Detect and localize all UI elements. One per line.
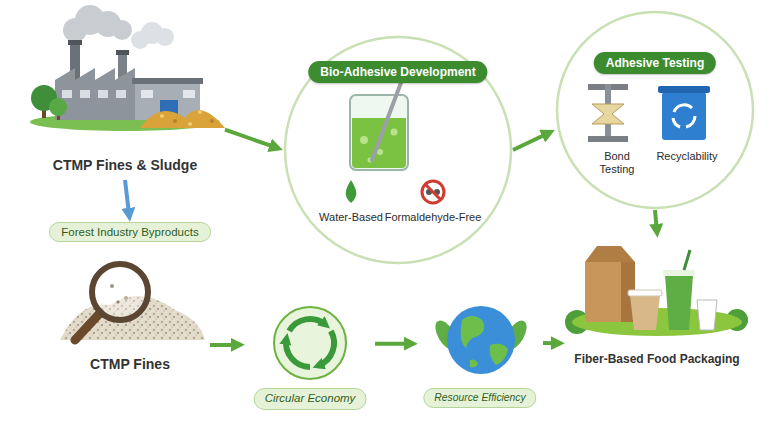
factory-illustration [80,90,90,98]
flow-arrow [543,341,555,345]
factory-illustration [160,114,164,118]
globe-icon [431,306,531,374]
node-label: Bond Testing [592,150,642,176]
node-label: Water-Based [319,211,383,224]
bond-test-illustration [588,84,628,142]
recycle-bin-illustration [658,86,710,93]
beaker-illustration [391,129,398,136]
beaker-illustration [425,184,441,200]
beaker-illustration [372,80,402,160]
circle-outline [555,10,755,210]
globe-icon [490,344,508,365]
recycle-icon [286,339,310,367]
recycle-bin-illustration [674,105,692,112]
recycle-icon [289,319,325,331]
packaging-node: Fiber-Based Food Packaging [565,238,750,373]
circle-outline [557,12,753,208]
recycle-icon [274,307,346,379]
flow-arrow [655,210,657,228]
node-label: CTMP Fines [90,356,170,373]
packaging-illustration [565,246,748,336]
factory-illustration [68,40,82,45]
fines-magnifier-illustration [110,284,114,288]
recycle-bin-illustration [658,86,710,140]
factory-illustration [183,90,195,98]
beaker-illustration [346,180,357,203]
recycle-icon [274,307,346,379]
icon-node: Circular Economy [245,300,375,415]
globe-icon [461,316,485,348]
recycle-bin-illustration [662,92,706,140]
factory-illustration [49,98,67,116]
fines-magnifier-illustration [124,296,128,300]
recycle-icon [318,331,334,366]
factory-illustration [62,90,72,98]
packaging-illustration [630,295,660,330]
bond-test-illustration [588,136,628,142]
flow-arrow [210,343,235,347]
beaker-illustration [422,181,444,203]
circle-outline [285,37,511,263]
node-label: CTMP Fines & Sludge [53,157,197,174]
icon-node: Resource Efficiency [418,298,543,415]
factory-illustration [112,20,132,40]
packaging-illustration [628,290,662,296]
factory-illustration [140,110,225,128]
recycle-bin-illustration [673,118,680,127]
factory-illustration [116,50,129,55]
fines-magnifier-illustration [75,313,100,340]
beaker-illustration [360,136,368,144]
beaker-illustration [350,95,408,170]
flow-arrow [375,342,408,346]
flow-arrow [513,134,546,150]
packaging-illustration [697,300,717,330]
factory-illustration [30,5,225,131]
factory-node: CTMP Fines & Sludge [25,0,225,180]
factory-illustration [132,78,203,84]
factory-illustration [173,119,177,123]
recycle-bin-illustration [686,116,695,127]
fines-magnifier-illustration [116,300,119,303]
factory-illustration [116,90,126,98]
heading-pill: Adhesive Testing [594,52,716,74]
beaker-illustration [346,80,444,203]
node-label: Formaldehyde-Free [385,211,482,224]
node-label: Fiber-Based Food Packaging [574,352,739,366]
flow-arrow [125,180,129,212]
process-circle: Bio-Adhesive DevelopmentWater-BasedForma… [283,35,513,265]
process-circle: Adhesive TestingBond Testing Recyclabilit… [555,10,755,210]
globe-icon [447,306,515,374]
factory-illustration [98,90,108,98]
byproduct-pill: Forest Industry Byproducts [49,222,210,242]
fines-magnifier-illustration [60,264,205,340]
heading-pill: Bio-Adhesive Development [308,61,487,83]
fines-node: CTMP Fines [50,250,210,375]
factory-illustration [188,122,192,126]
factory-illustration [141,90,153,98]
factory-illustration [198,110,202,114]
fines-magnifier-illustration [92,264,148,320]
concept-pill: Circular Economy [254,388,367,410]
packaging-illustration [665,275,693,330]
factory-illustration [156,28,174,46]
node-label: Recyclability [656,150,717,163]
factory-illustration [210,119,214,123]
pill-label: Forest Industry Byproducts [61,226,198,238]
packaging-illustration [663,270,695,276]
flow-arrow [225,130,274,147]
packaging-illustration [585,246,635,262]
packaging-illustration [585,262,621,322]
globe-icon [470,360,478,368]
factory-illustration [55,68,135,120]
packaging-illustration [684,250,690,270]
concept-pill: Resource Efficiency [423,388,536,408]
bond-test-illustration [592,104,624,124]
